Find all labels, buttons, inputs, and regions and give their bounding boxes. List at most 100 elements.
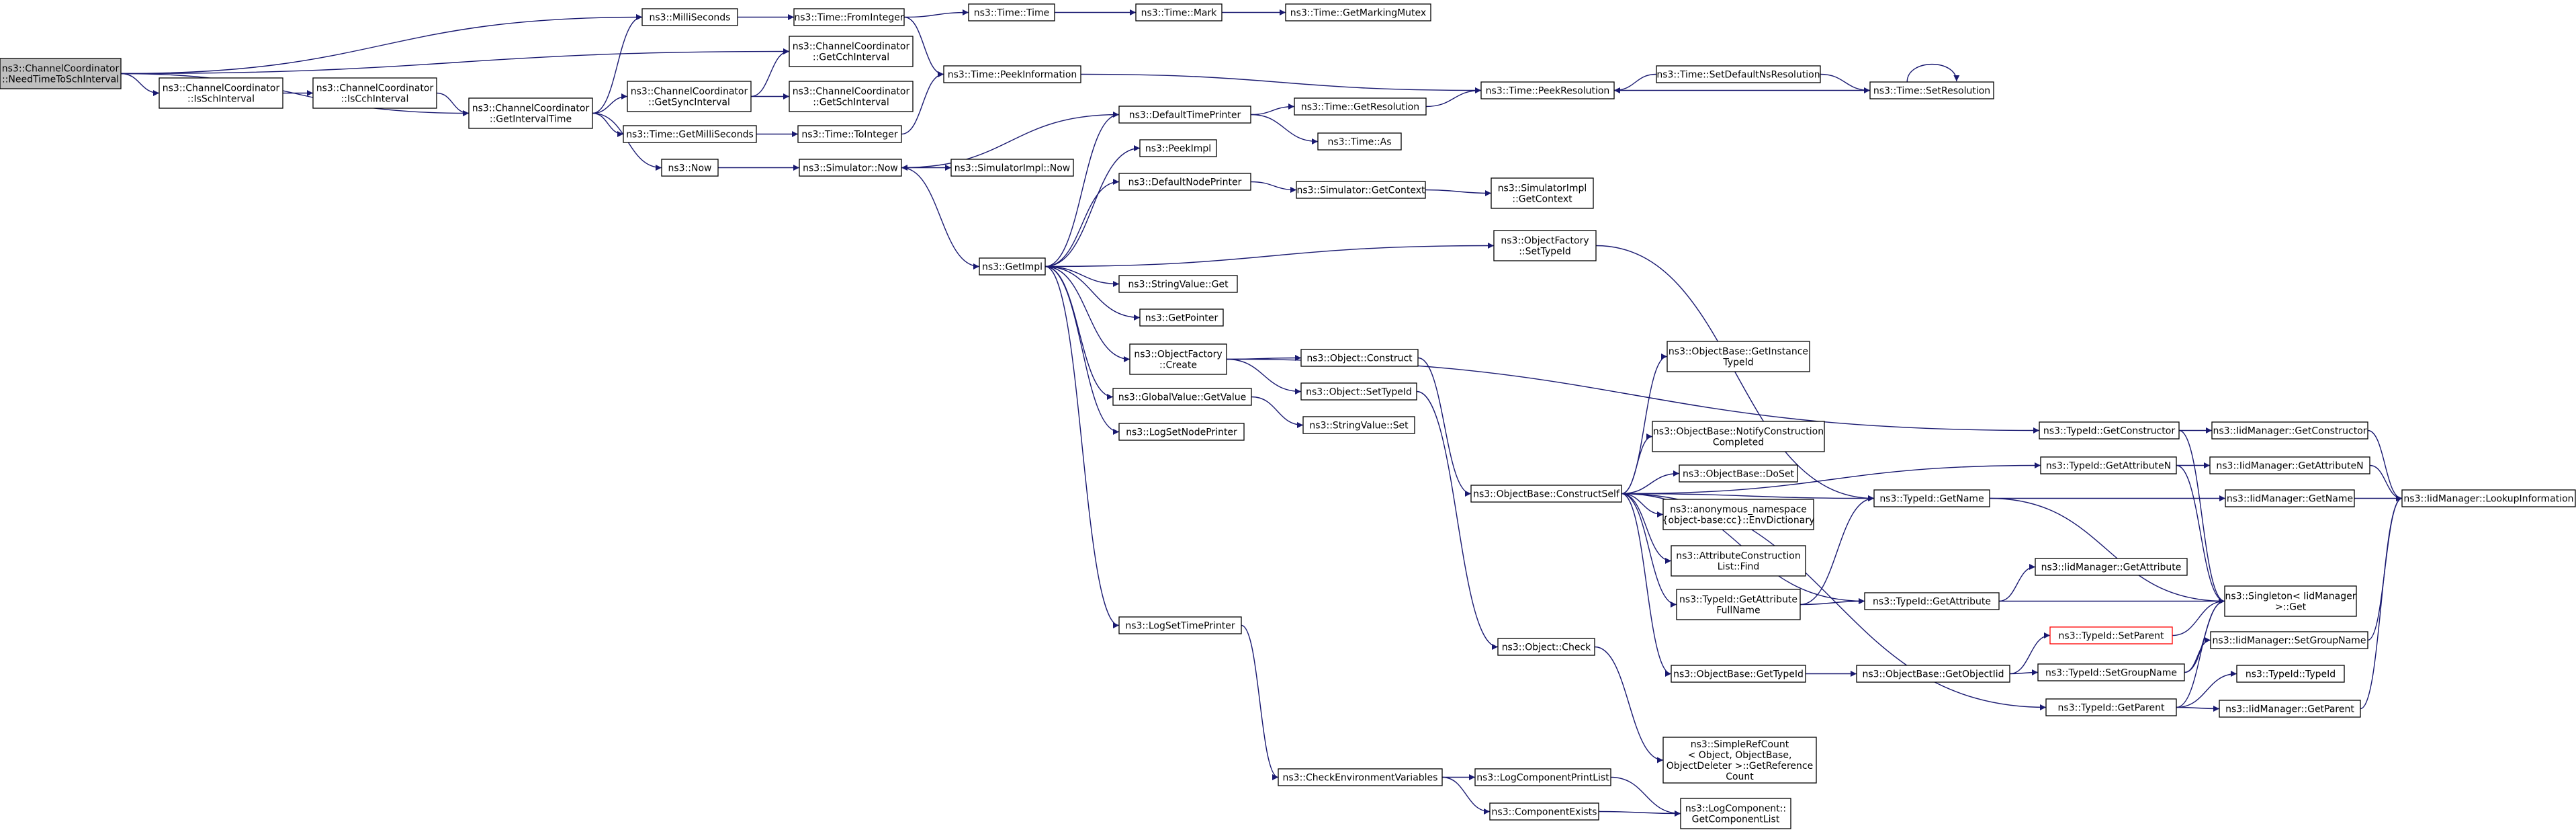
node-getImpl[interactable]: ns3::GetImpl [979, 257, 1046, 276]
node-getPtr[interactable]: ns3::GetPointer [1139, 308, 1224, 327]
node-strSet[interactable]: ns3::StringValue::Set [1302, 416, 1415, 434]
node-logPrint[interactable]: ns3::LogComponentPrintList [1474, 768, 1611, 786]
node-lookup[interactable]: ns3::IidManager::LookupInformation [2401, 489, 2576, 507]
node-box [799, 159, 902, 177]
node-obGetType[interactable]: ns3::ObjectBase::GetTypeId [1671, 665, 1806, 683]
node-objFacCreate[interactable]: ns3::ObjectFactory::Create [1129, 343, 1227, 375]
node-setDefRes[interactable]: ns3::Time::SetDefaultNsResolution [1656, 65, 1821, 83]
node-getCch[interactable]: ns3::ChannelCoordinator::GetCchInterval [789, 36, 914, 67]
node-notify[interactable]: ns3::ObjectBase::NotifyConstructionCompl… [1652, 421, 1825, 452]
node-timeTime[interactable]: ns3::Time::Time [968, 3, 1055, 22]
edge-arrow [2172, 598, 2225, 636]
edge-arrow [2176, 671, 2237, 708]
node-toInt[interactable]: ns3::Time::ToInteger [797, 125, 902, 143]
node-now[interactable]: ns3::Now [661, 159, 719, 177]
edge-arrow [1045, 265, 1141, 321]
node-tGetParent[interactable]: ns3::TypeId::GetParent [2045, 698, 2177, 716]
node-refCount[interactable]: ns3::SimpleRefCount< Object, ObjectBase,… [1662, 737, 1817, 784]
node-label: {object-base:cc}::EnvDictionary [1662, 515, 1815, 526]
node-milli[interactable]: ns3::MilliSeconds [641, 8, 738, 26]
node-tSetGroup[interactable]: ns3::TypeId::SetGroupName [2037, 663, 2185, 681]
node-isSch[interactable]: ns3::ChannelCoordinator::IsSchInterval [159, 77, 283, 109]
node-getMilli[interactable]: ns3::Time::GetMilliSeconds [623, 125, 757, 143]
node-peekInfo[interactable]: ns3::Time::PeekInformation [943, 65, 1081, 83]
node-tGetCtor[interactable]: ns3::TypeId::GetConstructor [2039, 421, 2180, 440]
node-getInterval[interactable]: ns3::ChannelCoordinator::GetIntervalTime [468, 97, 593, 129]
node-simCtx[interactable]: ns3::Simulator::GetContext [1296, 181, 1426, 199]
node-singleton[interactable]: ns3::Singleton< IidManager>::Get [2224, 585, 2357, 617]
node-logTime[interactable]: ns3::LogSetTimePrinter [1118, 616, 1242, 634]
edge-getImpl-to-logNode [1045, 265, 1120, 435]
edge-arrow [592, 112, 624, 137]
edge-arrow [1621, 493, 1664, 517]
node-tTypeId[interactable]: ns3::TypeId::TypeId [2236, 665, 2345, 683]
node-box [0, 58, 122, 89]
node-defNode[interactable]: ns3::DefaultNodePrinter [1118, 173, 1251, 191]
node-fromInt[interactable]: ns3::Time::FromInteger [793, 8, 905, 26]
edge-arrow [1045, 112, 1120, 267]
node-label: TypeId [1722, 358, 1753, 368]
node-getRes[interactable]: ns3::Time::GetResolution [1294, 97, 1427, 116]
edge-constructSelf-to-attrFull [1621, 493, 1677, 608]
node-simNow[interactable]: ns3::Simulator::Now [799, 159, 902, 177]
edge-obGetObjId-to-tSetParent [2009, 632, 2051, 675]
node-tGetAttr[interactable]: ns3::TypeId::GetAttribute [1864, 592, 2000, 610]
node-implCtx[interactable]: ns3::SimulatorImpl::GetContext [1491, 177, 1594, 209]
node-mark[interactable]: ns3::Time::Mark [1135, 3, 1223, 22]
node-getSchI[interactable]: ns3::ChannelCoordinator::GetSchInterval [789, 81, 914, 112]
edge-getImpl-to-defNode [1045, 179, 1120, 267]
node-implNow[interactable]: ns3::SimulatorImpl::Now [950, 159, 1074, 177]
node-box [1118, 616, 1242, 634]
node-setRes[interactable]: ns3::Time::SetResolution [1869, 81, 1994, 99]
node-timeAs[interactable]: ns3::Time::As [1317, 132, 1402, 151]
edge-constructSelf-to-tGetAttrN [1621, 462, 2041, 495]
node-iSetGroup[interactable]: ns3::IidManager::SetGroupName [2210, 631, 2368, 649]
node-iGetAttrN[interactable]: ns3::IidManager::GetAttributeN [2209, 456, 2370, 474]
node-objSetType[interactable]: ns3::Object::SetTypeId [1300, 382, 1417, 401]
node-obGetObjId[interactable]: ns3::ObjectBase::GetObjectIid [1856, 665, 2010, 683]
node-constructSelf[interactable]: ns3::ObjectBase::ConstructSelf [1470, 485, 1622, 503]
node-isCch[interactable]: ns3::ChannelCoordinator::IsCchInterval [312, 77, 437, 109]
node-box [1671, 545, 1806, 577]
node-defTime[interactable]: ns3::DefaultTimePrinter [1118, 106, 1251, 124]
edge-compExists-to-getCompList [1598, 810, 1681, 817]
node-objCheck[interactable]: ns3::Object::Check [1497, 638, 1595, 656]
node-compExists[interactable]: ns3::ComponentExists [1489, 802, 1599, 821]
node-label: ns3::Time::FromInteger [794, 13, 903, 24]
node-mutex[interactable]: ns3::Time::GetMarkingMutex [1285, 3, 1431, 22]
edge-setRes-to-setRes [1906, 63, 1960, 83]
node-label: ::SetTypeId [1519, 247, 1571, 257]
node-root[interactable]: ns3::ChannelCoordinator::NeedTimeToSchIn… [0, 58, 122, 89]
node-iGetCtor[interactable]: ns3::IidManager::GetConstructor [2211, 421, 2368, 440]
node-logNode[interactable]: ns3::LogSetNodePrinter [1118, 423, 1245, 441]
node-getCompList[interactable]: ns3::LogComponent::GetComponentList [1680, 798, 1791, 829]
node-envDict[interactable]: ns3::anonymous_namespace{object-base:cc}… [1662, 499, 1815, 530]
node-getSync[interactable]: ns3::ChannelCoordinator::GetSyncInterval [627, 81, 752, 112]
node-iGetAttr[interactable]: ns3::IidManager::GetAttribute [2035, 558, 2188, 576]
node-box [312, 77, 437, 109]
node-label: ns3::DefaultTimePrinter [1129, 110, 1241, 121]
node-tGetName[interactable]: ns3::TypeId::GetName [1873, 489, 1990, 507]
node-checkEnv[interactable]: ns3::CheckEnvironmentVariables [1278, 768, 1443, 786]
node-iGetParent[interactable]: ns3::IidManager::GetParent [2219, 700, 2361, 718]
node-tSetParent[interactable]: ns3::TypeId::SetParent [2049, 626, 2173, 645]
node-iGetName[interactable]: ns3::IidManager::GetName [2225, 489, 2355, 507]
node-objFacSet[interactable]: ns3::ObjectFactory::SetTypeId [1493, 230, 1597, 261]
node-globalGet[interactable]: ns3::GlobalValue::GetValue [1112, 388, 1252, 406]
node-strGet[interactable]: ns3::StringValue::Get [1118, 275, 1238, 293]
node-doSet[interactable]: ns3::ObjectBase::DoSet [1679, 464, 1798, 483]
node-peekImpl[interactable]: ns3::PeekImpl [1139, 139, 1217, 157]
node-box [1129, 343, 1227, 375]
node-box [1667, 341, 1810, 372]
node-tGetAttrN[interactable]: ns3::TypeId::GetAttributeN [2040, 456, 2177, 474]
node-box [1135, 3, 1223, 22]
edge-arrow [1621, 470, 1680, 495]
node-label: Count [1726, 772, 1754, 782]
edge-iGetCtor-to-lookup [2367, 429, 2403, 501]
node-objConstruct[interactable]: ns3::Object::Construct [1300, 349, 1419, 367]
edge-arrow [2176, 705, 2220, 712]
node-peekRes[interactable]: ns3::Time::PeekResolution [1480, 81, 1615, 99]
